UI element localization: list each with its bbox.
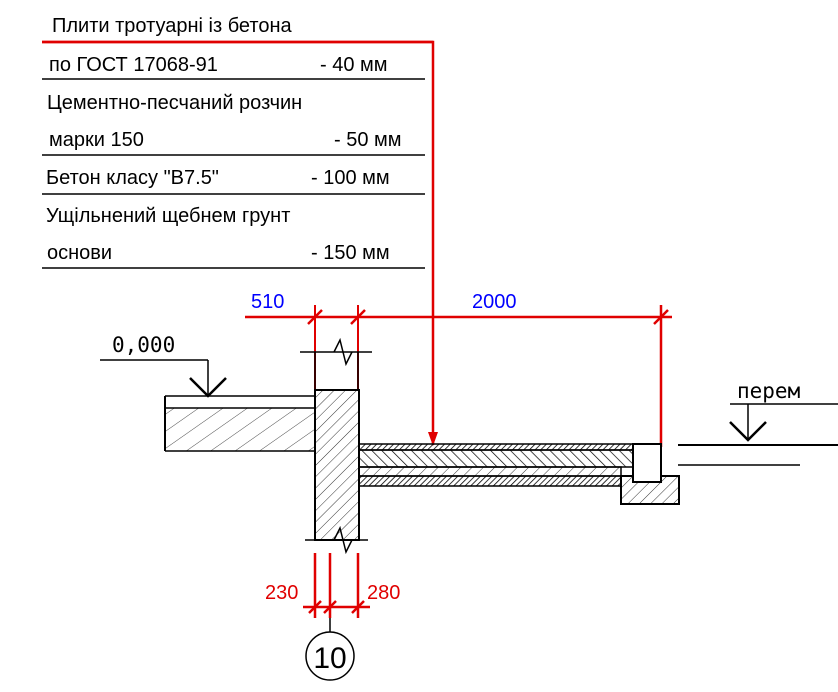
level-right-label: перем bbox=[737, 379, 801, 403]
dim-2000: 2000 bbox=[472, 291, 517, 313]
layer-1-name: Плити тротуарні із бетона bbox=[52, 15, 292, 37]
layer-7-name: основи bbox=[47, 242, 112, 264]
layer-7-thickness: - 150 мм bbox=[311, 242, 390, 264]
top-dimension-chain: 510 2000 bbox=[245, 291, 672, 447]
layer-4-name: марки 150 bbox=[49, 129, 144, 151]
level-mark-right: перем bbox=[678, 379, 838, 466]
layer-3-name: Цементно-песчаний розчин bbox=[47, 92, 302, 114]
pavement-layers bbox=[358, 443, 680, 505]
level-mark-floor: 0,000 bbox=[100, 333, 227, 398]
dim-510: 510 bbox=[251, 291, 284, 313]
floor-slab bbox=[164, 395, 315, 452]
axis-marker: 10 bbox=[305, 618, 355, 681]
dim-280: 280 bbox=[367, 582, 400, 604]
layer-4-thickness: - 50 мм bbox=[334, 129, 402, 151]
level-floor-label: 0,000 bbox=[112, 333, 175, 357]
wall-section bbox=[300, 337, 372, 555]
axis-circle bbox=[305, 631, 355, 681]
layer-2-thickness: - 40 мм bbox=[320, 54, 388, 76]
leader-line bbox=[42, 40, 438, 446]
layer-6-name: Ущільнений щебнем грунт bbox=[46, 205, 290, 227]
layer-5-name: Бетон класу "B7.5" bbox=[46, 167, 219, 189]
layer-5-thickness: - 100 мм bbox=[311, 167, 390, 189]
dim-230: 230 bbox=[265, 582, 298, 604]
bottom-dimension-chain: 230 280 bbox=[265, 553, 400, 618]
axis-label: 10 bbox=[313, 642, 346, 675]
layer-legend: Плити тротуарні із бетона по ГОСТ 17068-… bbox=[42, 15, 433, 269]
layer-2-name: по ГОСТ 17068-91 bbox=[49, 54, 218, 76]
